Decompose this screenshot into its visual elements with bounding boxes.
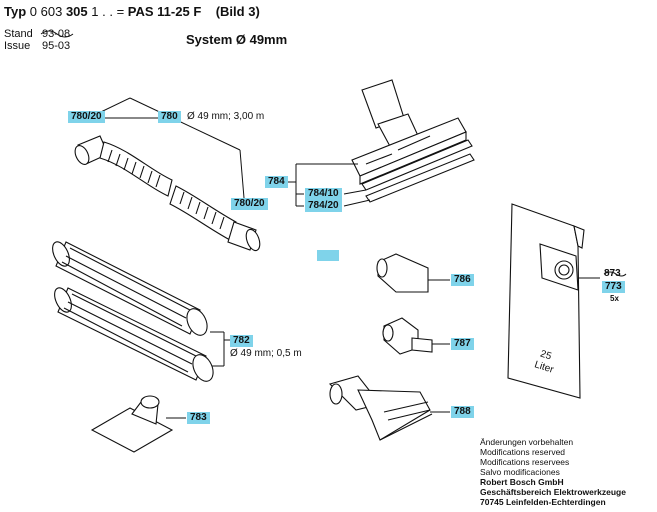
tube-782-leader-lines (210, 331, 230, 367)
footer-notes: Änderungen vorbehalten Modifications res… (480, 437, 626, 507)
part-tag-784-20: 784/20 (305, 200, 342, 212)
part-tag-788: 788 (451, 406, 474, 418)
part-780-spec: Ø 49 mm; 3,00 m (187, 111, 265, 122)
suction-hose-780 (74, 135, 261, 252)
company-division: Geschäftsbereich Elektrowerkzeuge (480, 487, 626, 497)
issue-value: 95-03 (42, 40, 71, 52)
stand-strike (40, 30, 74, 38)
filter-bag-773 (507, 203, 585, 399)
part-tag-783: 783 (187, 412, 210, 424)
part-tag-780-20-top: 780/20 (68, 111, 105, 123)
company-address: 70745 Leinfelden-Echterdingen (480, 497, 606, 507)
typ-prefix: Typ (4, 4, 27, 19)
company-name: Robert Bosch GmbH (480, 477, 564, 487)
part-tag-773: 773 (602, 281, 625, 293)
part-tag-784-10: 784/10 (305, 188, 342, 200)
part-tag-787: 787 (451, 338, 474, 350)
floor-nozzle-784 (351, 79, 475, 203)
note-line-es: Salvo modificaciones (480, 467, 560, 477)
part-tag-780: 780 (158, 111, 181, 123)
typ-suffix: 1 . . = (91, 4, 125, 19)
figure-ref: (Bild 3) (215, 4, 260, 19)
part-782-spec: Ø 49 mm; 0,5 m (230, 348, 302, 359)
part-tag-782: 782 (230, 335, 253, 347)
part-773-quantity: 5x (610, 294, 619, 303)
extension-tubes-782 (52, 241, 214, 382)
note-line-en: Modifications reserved (480, 447, 566, 457)
floor-nozzle-leader-lines (288, 163, 371, 207)
blank-tag (317, 250, 339, 261)
part-tag-784: 784 (265, 176, 288, 188)
model-name: PAS 11-25 F (127, 4, 202, 19)
hose-780-leader-lines (79, 97, 245, 199)
typ-number-bold: 305 (65, 4, 88, 19)
system-title: System Ø 49mm (186, 32, 288, 47)
note-line-de: Änderungen vorbehalten (480, 437, 574, 447)
wide-nozzle-788 (328, 375, 433, 441)
typ-number-light: 0 603 (29, 4, 63, 19)
part-873-old: 873 (604, 268, 621, 279)
part-tag-780-20-bottom: 780/20 (231, 198, 268, 210)
type-line: Typ 0 603 305 1 . . = PAS 11-25 F (Bild … (4, 4, 260, 19)
crevice-nozzle-786 (376, 253, 429, 293)
part-873-strike (603, 271, 627, 277)
issue-label: Issue (4, 40, 31, 52)
round-adapter-787 (382, 317, 433, 355)
stand-label: Stand (4, 28, 33, 40)
upholstery-nozzle-783 (90, 395, 174, 453)
part-tag-786: 786 (451, 274, 474, 286)
note-line-fr: Modifications reservees (480, 457, 570, 467)
